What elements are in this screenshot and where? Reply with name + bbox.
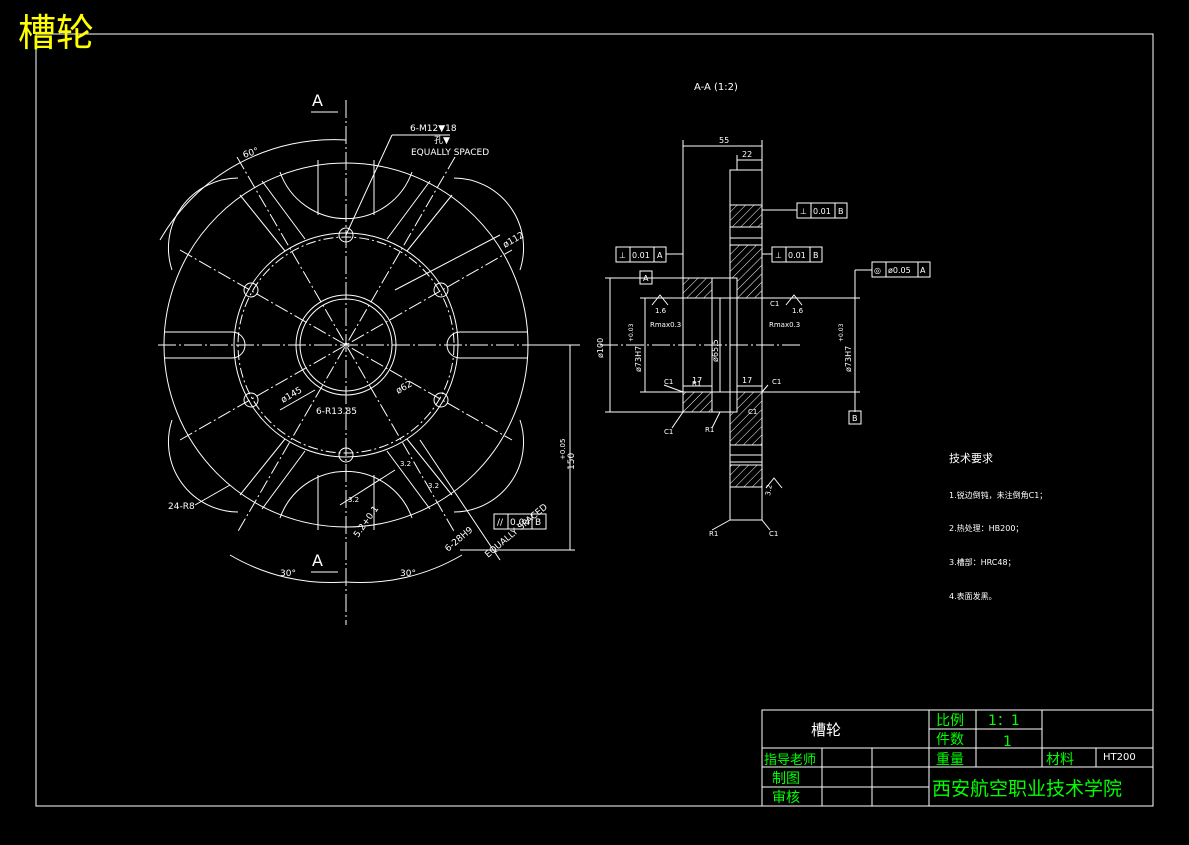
dia-112-label: ø112 [502,231,527,251]
dim-73-left-tol: +0.03 [628,323,635,342]
roughness-c: 3.2 [764,484,774,496]
tol1-symbol: ⊥ [800,207,807,216]
roughness-b: 1.6 [792,307,804,315]
dim-100: ø100 [596,338,605,358]
chamfer-1: C1 [664,428,673,436]
title-block [761,709,1154,807]
tol3-datum: B [813,251,819,260]
tol3-value: 0.01 [788,251,806,260]
r1-label-2: R1 [709,530,718,538]
dim-73-right-tol: +0.03 [838,323,845,342]
front-view [158,100,580,625]
tol2-symbol: ⊥ [619,251,626,260]
note-1: 1.锐边倒钝，未注倒角C1； [949,490,1047,500]
notes-heading: 技术要求 [949,452,993,465]
equally-spaced-label: EQUALLY SPACED [484,502,550,560]
tb-drawn-label: 制图 [772,771,800,787]
dia-145-label: ø145 [280,386,305,406]
tb-advisor-label: 指导老师 [764,753,816,768]
rmax-right: Rmax0.3 [769,321,800,329]
tol-frame-datum: B [535,518,541,528]
title-block-text: 槽轮 比例 1：1 件数 1 重量 材料 HT200 指导老师 制图 审核 西安… [764,713,1136,806]
section-mark-top: A [312,91,323,110]
section-mark-bottom: A [312,551,323,570]
r1-label-1: R1 [705,426,714,434]
note-2: 2.热处理：HB200； [949,523,1023,533]
bore-inner-circle [299,298,393,392]
tol1-value: 0.01 [813,207,831,216]
tol4-symbol: ◎ [874,266,881,275]
tb-qty-value: 1 [1003,734,1012,750]
angle-top-label: 60° [242,146,260,160]
roughness-2: 3.2 [428,482,439,490]
dim-17-left: 17 [692,376,702,385]
chamfer-4: C1 [769,530,778,538]
roughness-a: 1.6 [655,307,667,315]
radius-outer-label: 24-R8 [168,502,195,512]
radius-slots-label: 6-R13.85 [316,407,357,417]
dim-150-label: 150 [567,453,577,470]
note-4: 4.表面发黑。 [949,591,997,601]
angle-left-label: 30° [280,569,296,579]
outer-circle [163,162,529,528]
thread-note-3: EQUALLY SPACED [411,148,489,158]
drawing-title: 槽轮 [18,11,95,55]
tol2-value: 0.01 [632,251,650,260]
tol2-datum: A [657,251,663,260]
angle-right-label: 30° [400,569,416,579]
tol1-datum: B [838,207,844,216]
tol3-symbol: ⊥ [775,251,782,260]
bore-circle [295,294,397,396]
tol4-datum: A [920,266,926,275]
tol4-value: ø0.05 [888,266,911,275]
front-view-labels: A A 60° 30° 30° 6-M12▼18 孔▼ EQUALLY SPAC… [168,91,577,579]
datum-a: A [643,274,649,283]
drawing-border [35,33,1154,807]
chamfer-6: C1 [748,408,757,416]
section-view [600,140,931,531]
dim-73-right: ø73H7 [844,346,853,372]
chamfer-2: C1 [772,378,781,386]
roughness-3: 3.2 [348,496,359,504]
tol-frame-value: 0.04 [510,518,530,528]
tb-weight-label: 重量 [936,752,964,768]
dim-17-right: 17 [742,376,752,385]
mid-circle [233,232,459,458]
thread-note-1: 6-M12▼18 [410,124,457,134]
tb-scale-label: 比例 [936,713,964,729]
tb-checked-label: 审核 [772,790,800,806]
tb-qty-label: 件数 [936,732,964,748]
thread-note-2: 孔▼ [434,135,450,146]
chamfer-3: C1 [770,300,779,308]
dim-55: 55 [719,136,729,145]
slots [164,180,528,510]
roughness-1: 3.2 [400,460,411,468]
tb-material-value: HT200 [1103,752,1136,763]
tb-material-label: 材料 [1046,752,1074,768]
dim-73-left: ø73H7 [634,346,643,372]
dim-65: ø65.5 [711,339,720,362]
technical-notes: 技术要求 1.锐边倒钝，未注倒角C1； 2.热处理：HB200； 3.槽部：HR… [949,452,1047,601]
dim-150-tol: +0.05 [559,439,567,460]
dim-22: 22 [742,150,752,159]
tb-scale-value: 1：1 [988,713,1020,729]
slot-width-label: 5.2+0.1 [352,504,381,539]
tb-school: 西安航空职业技术学院 [932,778,1122,800]
tb-part-name: 槽轮 [811,721,841,739]
section-title: A-A (1:2) [694,82,738,93]
tol-frame-symbol: // [497,518,504,528]
rmax-left: Rmax0.3 [650,321,681,329]
r1-label-3: R1 [692,380,701,388]
chamfer-5: C1 [664,378,673,386]
note-3: 3.槽部：HRC48； [949,557,1016,567]
section-view-labels: A-A (1:2) 55 22 ø100 ø73H7 +0.03 ø65.5 ø… [596,82,926,538]
bolt-circle [237,236,455,454]
datum-b: B [852,414,858,423]
